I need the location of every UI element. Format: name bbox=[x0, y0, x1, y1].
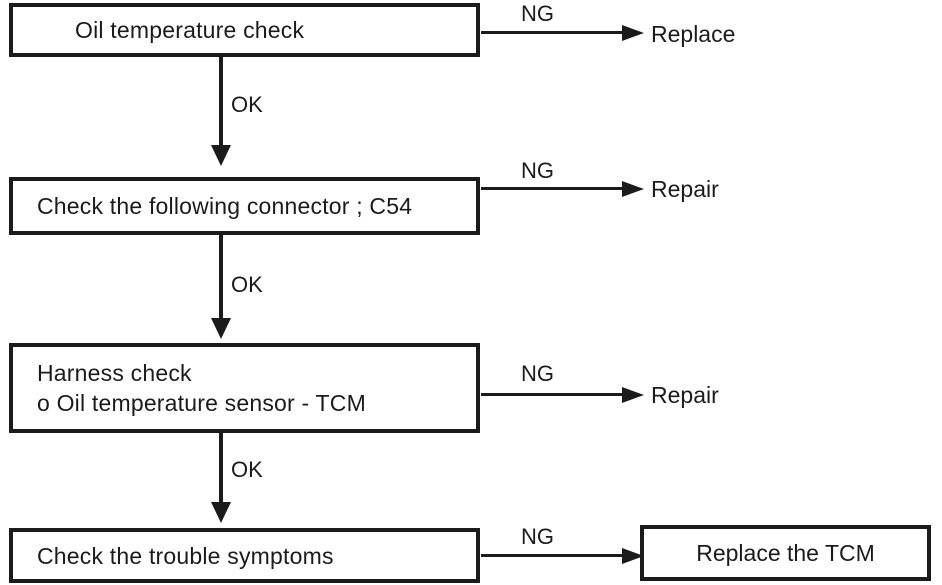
ng-connector-line-3 bbox=[481, 393, 623, 396]
result-replace: Replace bbox=[651, 21, 736, 47]
flow-box-label: Check the following connector ; C54 bbox=[37, 193, 413, 219]
ng-label-2: NG bbox=[521, 158, 554, 183]
ok-label-1: OK bbox=[231, 92, 263, 117]
ok-connector-line-2 bbox=[219, 234, 223, 320]
flow-box-harness-check: Harness check o Oil temperature sensor -… bbox=[9, 343, 480, 433]
flow-box-oil-temperature-check: Oil temperature check bbox=[9, 3, 480, 57]
ok-label-2: OK bbox=[231, 272, 263, 297]
flow-box-check-connector-c54: Check the following connector ; C54 bbox=[9, 177, 480, 235]
flow-box-label-line2: o Oil temperature sensor - TCM bbox=[37, 390, 366, 416]
right-arrow-icon-2 bbox=[622, 180, 644, 197]
right-arrow-icon-1 bbox=[622, 24, 644, 41]
ng-connector-line-1 bbox=[481, 31, 623, 34]
ok-label-3: OK bbox=[231, 457, 263, 482]
ok-connector-line-1 bbox=[219, 56, 223, 147]
flow-box-label-line1: Harness check bbox=[37, 360, 192, 386]
result-repair-1: Repair bbox=[651, 176, 719, 202]
down-arrow-icon-2 bbox=[211, 318, 231, 339]
ng-connector-line-2 bbox=[481, 187, 623, 190]
result-repair-2: Repair bbox=[651, 382, 719, 408]
down-arrow-icon-3 bbox=[211, 502, 231, 523]
ng-label-3: NG bbox=[521, 361, 554, 386]
ng-label-4: NG bbox=[521, 524, 554, 549]
down-arrow-icon-1 bbox=[211, 145, 231, 166]
ng-label-1: NG bbox=[521, 1, 554, 26]
ng-connector-line-4 bbox=[481, 554, 623, 557]
flow-box-check-trouble-symptoms: Check the trouble symptoms bbox=[9, 528, 480, 583]
right-arrow-icon-4 bbox=[622, 547, 644, 564]
flow-box-label: Check the trouble symptoms bbox=[37, 542, 334, 569]
flow-box-label: Oil temperature check bbox=[75, 17, 305, 43]
ok-connector-line-3 bbox=[219, 432, 223, 504]
right-arrow-icon-3 bbox=[622, 386, 644, 403]
result-box-label: Replace the TCM bbox=[696, 539, 875, 566]
result-box-replace-the-tcm: Replace the TCM bbox=[640, 525, 931, 581]
